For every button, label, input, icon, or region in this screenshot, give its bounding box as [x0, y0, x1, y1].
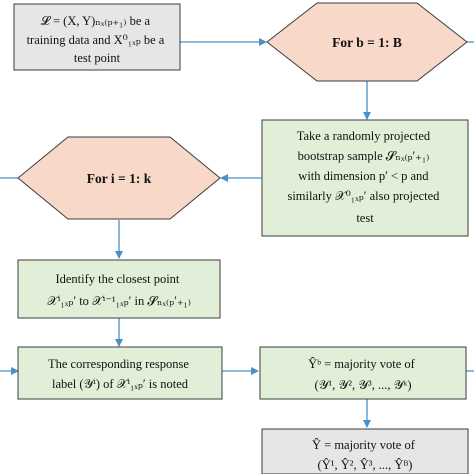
node-start: 𝓛 = (X, Y)ₙₓ₍ₚ₊₁₎ be a training data and…	[13, 3, 181, 71]
response-box	[17, 346, 223, 400]
closest-text: Identify the closest point 𝒳ⁱ₁ₓₚ′ to 𝒳ⁱ⁻…	[47, 272, 191, 308]
start-line-3: test point	[74, 51, 121, 65]
vote-final-box	[261, 428, 469, 474]
start-text: 𝓛 = (X, Y)ₙₓ₍ₚ₊₁₎ be a training data and…	[27, 14, 168, 65]
vote-final-line-1: Ŷ = majority vote of	[312, 438, 416, 452]
start-line-2: training data and X⁰₁ₓₚ be a	[27, 33, 165, 47]
projection-line-2: bootstrap sample 𝓢ₙₓ₍ₚ′₊₁₎	[298, 149, 430, 163]
edges	[0, 38, 474, 428]
projection-line-3: with dimension p′ < p and	[298, 169, 429, 183]
response-line-1: The corresponding response	[48, 357, 189, 371]
response-line-2: label (𝒴ⁱ) of 𝒳ⁱ₁ₓₚ′ is noted	[52, 377, 189, 391]
projection-line-1: Take a randomly projected	[297, 129, 431, 143]
vote-b-line-2: (𝒴¹, 𝒴², 𝒴³, ..., 𝒴ᵏ)	[314, 378, 411, 392]
closest-box	[17, 259, 221, 319]
response-text: The corresponding response label (𝒴ⁱ) of…	[48, 357, 192, 391]
loop-i-label: For i = 1: k	[87, 171, 152, 186]
start-box	[13, 3, 181, 71]
node-vote-b: Ŷᵇ = majority vote of (𝒴¹, 𝒴², 𝒴³, ..., …	[259, 346, 467, 400]
vote-b-text: Ŷᵇ = majority vote of (𝒴¹, 𝒴², 𝒴³, ..., …	[308, 357, 418, 392]
start-line-1: 𝓛 = (X, Y)ₙₓ₍ₚ₊₁₎ be a	[41, 14, 151, 28]
closest-line-1: Identify the closest point	[55, 272, 179, 286]
projection-box	[261, 119, 469, 237]
loop-i-diamond	[17, 136, 221, 220]
loop-b-label: For b = 1: B	[332, 35, 402, 50]
projection-line-4: similarly 𝒳⁰₁ₓₚ′ also projected	[287, 189, 440, 203]
projection-text: Take a randomly projected bootstrap samp…	[287, 129, 442, 225]
vote-b-box	[259, 346, 467, 400]
node-vote-final: Ŷ = majority vote of (Ŷ¹, Ŷ², Ŷ³, ..., Ŷ…	[261, 428, 469, 474]
node-loop-b: For b = 1: B	[266, 2, 468, 82]
node-loop-i: For i = 1: k	[17, 136, 221, 220]
node-response: The corresponding response label (𝒴ⁱ) of…	[17, 346, 223, 400]
loop-b-diamond	[266, 2, 468, 82]
node-projection: Take a randomly projected bootstrap samp…	[261, 119, 469, 237]
closest-line-2: 𝒳ⁱ₁ₓₚ′ to 𝒳ⁱ⁻¹₁ₓₚ′ in 𝓢ₙₓ₍ₚ′₊₁₎	[47, 294, 191, 308]
projection-line-5: test	[356, 211, 374, 225]
vote-final-line-2: (Ŷ¹, Ŷ², Ŷ³, ..., Ŷᴮ)	[318, 458, 413, 472]
vote-final-text: Ŷ = majority vote of (Ŷ¹, Ŷ², Ŷ³, ..., Ŷ…	[312, 438, 418, 472]
node-closest: Identify the closest point 𝒳ⁱ₁ₓₚ′ to 𝒳ⁱ⁻…	[17, 259, 221, 319]
vote-b-line-1: Ŷᵇ = majority vote of	[308, 357, 416, 371]
